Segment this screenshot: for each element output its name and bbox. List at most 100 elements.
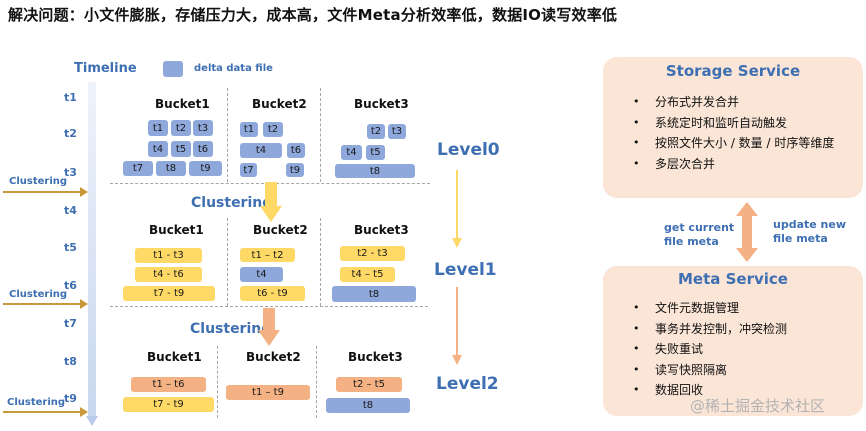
list-item: 事务并发控制，冲突检测 <box>603 319 863 340</box>
tick-t3: t3 <box>64 166 77 179</box>
file-block: t1 – t6 <box>131 377 206 392</box>
file-block: t7 <box>240 163 257 177</box>
bidirectional-arrow-icon <box>736 202 758 262</box>
file-block: t2 <box>263 122 283 137</box>
file-block: t9 <box>189 161 222 176</box>
list-item: 分布式并发合并 <box>603 92 863 113</box>
list-item: 系统定时和监听自动触发 <box>603 113 863 134</box>
file-block: t8 <box>335 164 415 178</box>
meta-service-box: Meta Service 文件元数据管理 事务并发控制，冲突检测 失败重试 读写… <box>603 266 863 416</box>
legend-swatch <box>163 61 183 77</box>
file-block: t1 – t2 <box>240 248 295 262</box>
file-block: t8 <box>332 286 416 302</box>
bucket3-header: Bucket3 <box>348 350 403 364</box>
file-block: t2 - t3 <box>340 246 405 261</box>
level-divider <box>110 306 428 307</box>
tick-t6: t6 <box>64 279 77 292</box>
file-block: t7 - t9 <box>123 397 214 412</box>
file-block: t1 <box>148 120 168 136</box>
tick-t8: t8 <box>64 355 77 368</box>
storage-service-box: Storage Service 分布式并发合并 系统定时和监听自动触发 按照文件… <box>603 57 863 198</box>
watermark: @稀土掘金技术社区 <box>690 397 826 415</box>
bucket1-header: Bucket1 <box>147 350 202 364</box>
list-item: 多层次合并 <box>603 154 863 175</box>
bucket-divider <box>316 346 317 418</box>
level0-label: Level0 <box>437 140 500 160</box>
file-block: t6 <box>193 141 213 157</box>
meta-service-list: 文件元数据管理 事务并发控制，冲突检测 失败重试 读写快照隔离 数据回收 <box>603 298 863 401</box>
tick-t1: t1 <box>64 91 77 104</box>
bucket1-header: Bucket1 <box>155 97 210 111</box>
file-block: t7 - t9 <box>123 286 215 301</box>
storage-service-list: 分布式并发合并 系统定时和监听自动触发 按照文件大小 / 数量 / 时序等维度 … <box>603 92 863 174</box>
file-block: t5 <box>366 145 385 160</box>
file-block: t4 <box>240 267 283 282</box>
level2-label: Level2 <box>436 374 499 394</box>
bucket1-header: Bucket1 <box>149 223 204 237</box>
arrow-down-icon <box>452 287 462 365</box>
clustering-trigger-line <box>3 191 81 193</box>
list-item: 失败重试 <box>603 339 863 360</box>
list-item: 数据回收 <box>603 380 863 401</box>
timeline-label: Timeline <box>74 61 137 76</box>
file-block: t6 <box>287 143 305 158</box>
arrow-right-icon <box>80 299 88 309</box>
bucket2-header: Bucket2 <box>253 223 308 237</box>
arrow-down-icon <box>258 308 280 346</box>
storage-service-title: Storage Service <box>665 62 801 80</box>
file-block: t8 <box>156 161 186 176</box>
bucket-divider <box>227 218 228 306</box>
file-block: t4 <box>148 141 168 157</box>
clustering-label: Clustering <box>191 195 273 211</box>
file-block: t1 <box>240 122 258 137</box>
file-block: t9 <box>286 163 304 177</box>
file-block: t2 <box>367 124 385 139</box>
list-item: 文件元数据管理 <box>603 298 863 319</box>
bucket3-header: Bucket3 <box>354 223 409 237</box>
bucket-divider <box>217 346 218 418</box>
tick-t2: t2 <box>64 127 77 140</box>
tick-t4: t4 <box>64 204 77 217</box>
arrow-right-icon <box>80 187 88 197</box>
level1-label: Level1 <box>434 260 497 280</box>
bucket-divider <box>227 88 228 182</box>
file-block: t7 <box>123 161 153 176</box>
bucket-divider <box>320 218 321 306</box>
page-title: 解决问题：小文件膨胀，存储压力大，成本高，文件Meta分析效率低，数据IO读写效… <box>8 6 618 24</box>
file-block: t4 <box>341 145 362 160</box>
bucket-divider <box>320 88 321 182</box>
clustering-trigger-line <box>3 411 81 413</box>
clustering-trigger-label: Clustering <box>9 176 68 187</box>
bucket2-header: Bucket2 <box>252 97 307 111</box>
clustering-trigger-label: Clustering <box>7 397 66 408</box>
clustering-trigger-label: Clustering <box>9 289 68 300</box>
file-block: t4 - t6 <box>135 267 202 282</box>
arrow-down-icon <box>260 182 282 222</box>
file-block: t4 – t5 <box>340 267 395 282</box>
file-block: t3 <box>388 124 406 139</box>
file-block: t8 <box>326 398 410 413</box>
file-block: t6 - t9 <box>240 286 305 301</box>
clustering-trigger-line <box>3 303 81 305</box>
bucket3-header: Bucket3 <box>354 97 409 111</box>
tick-t9: t9 <box>64 392 77 405</box>
legend-label: delta data file <box>194 63 273 74</box>
file-block: t1 - t3 <box>135 248 202 263</box>
arrow-down-icon <box>452 170 462 248</box>
file-block: t3 <box>193 120 213 136</box>
timeline-bar <box>88 82 96 418</box>
file-block: t2 <box>171 120 191 136</box>
file-block: t1 – t9 <box>226 385 310 400</box>
file-block: t5 <box>171 141 191 157</box>
list-item: 读写快照隔离 <box>603 360 863 381</box>
list-item: 按照文件大小 / 数量 / 时序等维度 <box>603 133 863 154</box>
file-block: t2 – t5 <box>336 377 402 392</box>
arrow-right-icon <box>80 407 88 417</box>
meta-service-title: Meta Service <box>678 270 788 288</box>
bucket2-header: Bucket2 <box>246 350 301 364</box>
file-block: t4 <box>240 143 282 158</box>
tick-t5: t5 <box>64 241 77 254</box>
timeline-arrow-icon <box>86 416 98 426</box>
